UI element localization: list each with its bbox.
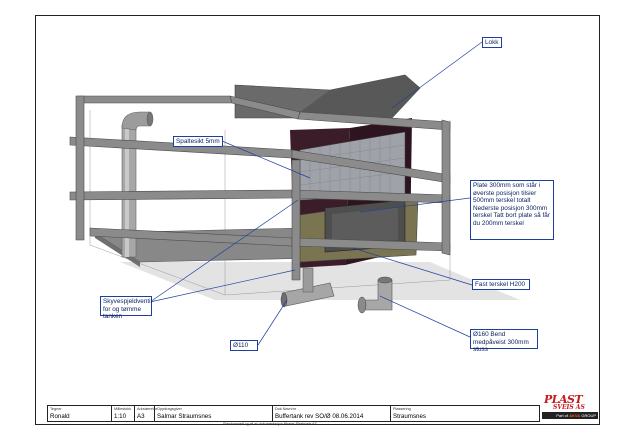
tb-tegner: Tegner Ronald [48, 406, 112, 421]
callout-plate-threshold: Plate 300mm som står i øverste posisjon … [470, 180, 554, 240]
inlet-pipe [121, 111, 154, 258]
tb-tegner-label: Tegner [50, 407, 62, 411]
sheet-border [35, 15, 600, 425]
tb-arkstorrelse: Arkstørrelse A3 [135, 406, 158, 421]
logo-bar-brand: AKVA [569, 413, 581, 418]
callout-bend: Ø160 Bend medpåveist 300mm stuss [470, 329, 538, 353]
tb-malestokk-value: 1:10 [114, 413, 127, 420]
callout-skyvespjeld: Skyvespjeldventil for og tømme tanken [100, 296, 152, 320]
tb-plassering-value: Straumsnes [393, 413, 427, 420]
logo-group-bar: Part of AKVA GROUP [542, 412, 598, 419]
callout-fast-terskel: Fast terskel H200 [472, 279, 530, 290]
tb-arkstorrelse-value: A3 [137, 413, 145, 420]
tb-tegner-value: Ronald [50, 413, 70, 420]
tb-dok: Dok.Navn/nr Buffertank rev SO/Ø 08.06.20… [273, 406, 391, 421]
title-block: Tegner Ronald Målestokk 1:10 Arkstørrels… [47, 405, 540, 422]
leader-lines [149, 41, 483, 346]
sliding-plate-inner [332, 207, 398, 245]
logo-bar-suffix: GROUP [581, 413, 596, 418]
ground-shadow [120, 262, 520, 300]
tb-plassering: Plassering Straumsnes [391, 406, 539, 421]
plastsveis-logo: PLAST SVEIS AS Part of AKVA GROUP [540, 393, 600, 423]
tb-oppdragsgiver-value: Salmar Straumsnes [157, 413, 212, 420]
bottom-pipes [280, 267, 393, 314]
tb-arkstorrelse-label: Arkstørrelse [137, 407, 158, 411]
tb-plassering-label: Plassering [393, 407, 411, 411]
tb-malestokk: Målestokk 1:10 [112, 406, 135, 421]
tank-floor-lip [95, 233, 140, 267]
logo-main-text: PLAST [544, 393, 583, 406]
callout-d110: Ø110 [230, 340, 258, 351]
guard-rails [69, 95, 451, 281]
tb-dok-value: Buffertank rev SO/Ø 08.06.2014 [275, 413, 364, 420]
footer-note: Eiendomsrett og alt av dokumentasjon til… [223, 422, 317, 426]
tb-dok-label: Dok.Navn/nr [275, 407, 297, 411]
callout-spaltesikt: Spaltesikt 5mm [173, 136, 223, 147]
callout-lokk: Lokk [482, 37, 502, 48]
lid-front [300, 75, 420, 118]
tb-malestokk-label: Målestokk [114, 407, 132, 411]
tb-oppdragsgiver-label: Oppdragsgiver [157, 407, 182, 411]
logo-bar-prefix: Part of [556, 413, 569, 418]
logo-sub-text: SVEIS AS [553, 404, 585, 411]
tb-oppdragsgiver: Oppdragsgiver Salmar Straumsnes [155, 406, 273, 421]
